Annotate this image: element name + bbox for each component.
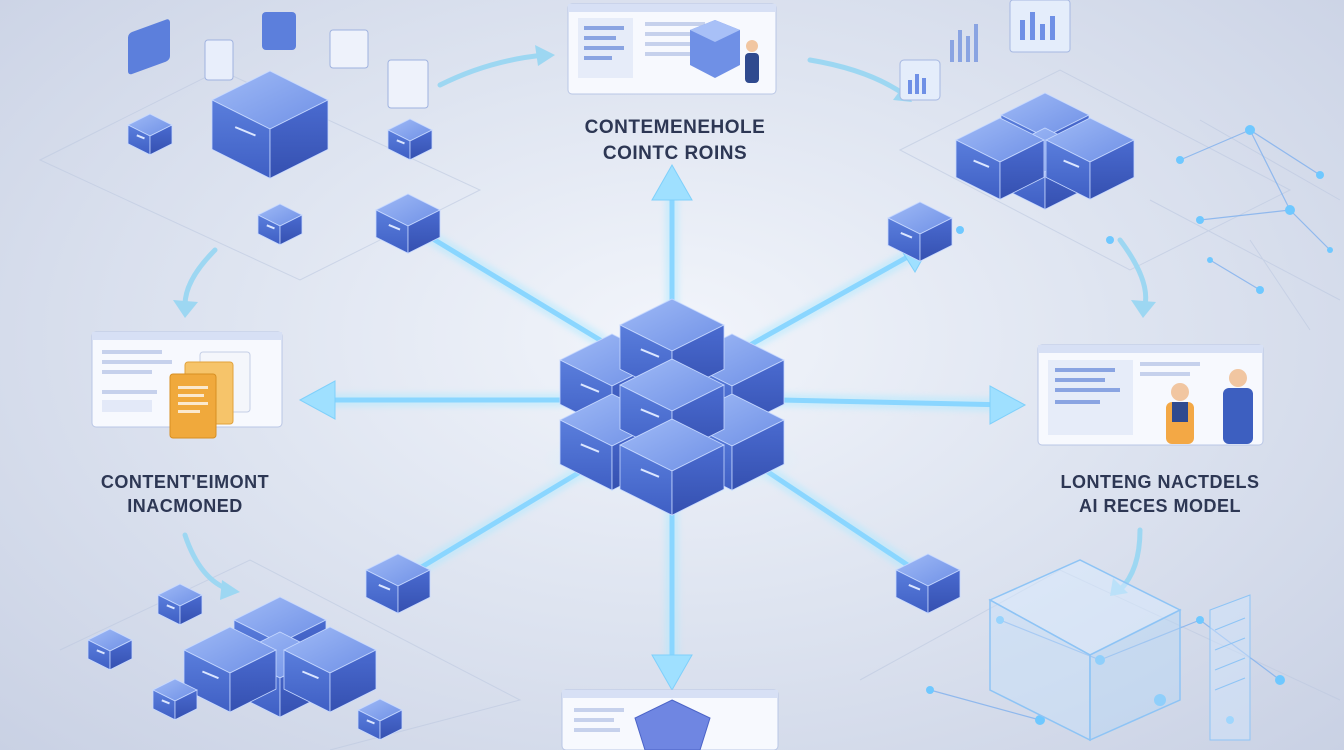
server-cube-small-g — [152, 678, 198, 721]
screen-bottom-content — [561, 689, 779, 750]
core-cube-front — [619, 418, 725, 516]
satellite-cubes — [365, 193, 961, 614]
satellite-cube-sw — [365, 553, 431, 614]
arrow-up — [651, 163, 693, 201]
arrow-down — [651, 654, 693, 692]
server-cube-small-c — [387, 118, 433, 161]
server-cube-main — [211, 70, 329, 179]
server-cube-stack-c — [183, 626, 277, 713]
screen-left-content — [91, 331, 283, 439]
server-cube-small-a — [127, 113, 173, 156]
satellite-cube-nw — [375, 193, 441, 254]
server-cube-small-f — [87, 628, 133, 671]
arrow-right — [989, 385, 1027, 425]
server-cube-stack-4 — [1045, 117, 1135, 201]
server-cluster-top-left — [127, 70, 433, 246]
server-cube-small-e — [157, 583, 203, 626]
label-right-line2: AI RECES MODEL — [1078, 496, 1241, 517]
gem-icon — [634, 699, 711, 750]
documents-stack-icon — [690, 20, 740, 78]
label-right-line1: LONTENG NACTDELS — [1060, 472, 1260, 492]
label-top-line2: COINTC ROINS — [602, 142, 748, 164]
central-ai-core — [542, 298, 802, 516]
network-nodes — [926, 125, 1333, 725]
arrow-left — [298, 380, 336, 420]
server-cube-small-h — [357, 698, 403, 741]
people-icon — [1166, 369, 1253, 444]
server-cube-stack-d — [283, 626, 377, 713]
screen-right-content — [1037, 344, 1264, 446]
label-left-line2: INACMONED — [127, 496, 243, 517]
server-cube-small-b — [257, 203, 303, 246]
label-right-model-node: LONTENG NACTDELS AI RECES MODEL — [1010, 470, 1310, 519]
label-left-line1: CONTENT'EIMONT — [100, 472, 270, 492]
screen-top-content — [567, 3, 777, 95]
label-top-content-node: CONTEMENEHOLE COINTC ROINS — [540, 115, 810, 166]
satellite-cube-ne — [887, 201, 953, 262]
monitor-top-right — [899, 0, 1071, 101]
person-icon — [745, 40, 759, 83]
label-left-content-node: CONTENT'EIMONT INACMONED — [60, 470, 310, 519]
document-files-icon — [169, 351, 251, 439]
small-icons-top-left — [128, 12, 429, 109]
label-top-line1: CONTEMENEHOLE — [584, 117, 766, 138]
glass-building-bottom-right — [988, 559, 1251, 742]
server-cluster-top-right — [955, 92, 1135, 211]
server-cube-stack-3 — [955, 117, 1045, 201]
satellite-cube-se — [895, 553, 961, 614]
server-cluster-bottom-left — [87, 583, 403, 741]
